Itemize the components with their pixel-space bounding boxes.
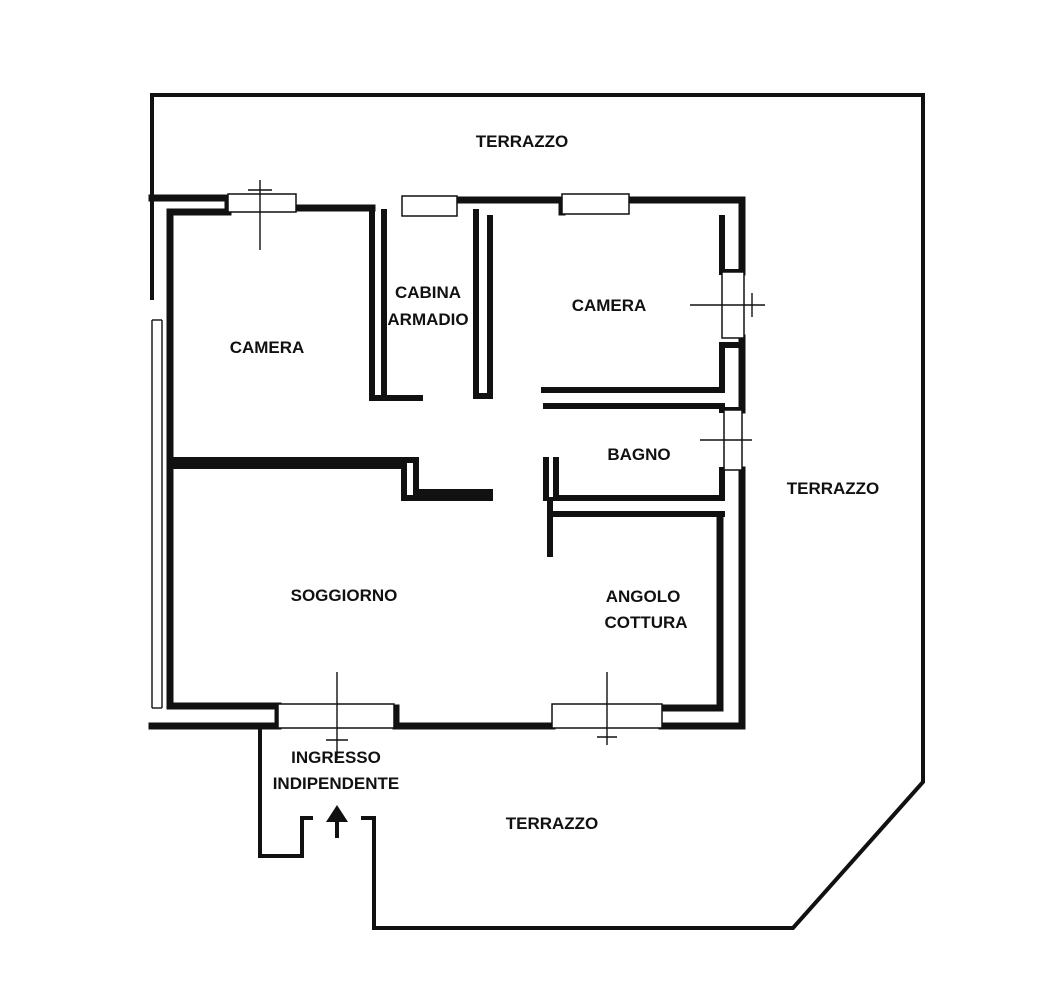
terrace-outline — [150, 93, 925, 930]
label-cabina-line2: ARMADIO — [387, 310, 468, 329]
interior-walls — [171, 209, 745, 557]
windows — [227, 180, 765, 760]
label-angolo-line2: COTTURA — [604, 613, 687, 632]
label-terrazzo-right: TERRAZZO — [787, 479, 880, 498]
window-camera-left — [227, 193, 297, 213]
label-camera-right: CAMERA — [572, 296, 647, 315]
label-soggiorno: SOGGIORNO — [291, 586, 398, 605]
label-ingresso-line2: INDIPENDENTE — [273, 774, 400, 793]
label-bagno: BAGNO — [607, 445, 670, 464]
window-camera-right — [561, 193, 630, 215]
label-angolo-line1: ANGOLO — [606, 587, 681, 606]
label-cabina-line1: CABINA — [395, 283, 461, 302]
window-cabina — [401, 195, 458, 217]
label-ingresso-line1: INGRESSO — [291, 748, 381, 767]
entrance-arrow-icon — [326, 805, 348, 838]
label-terrazzo-bottom: TERRAZZO — [506, 814, 599, 833]
left-boundary-wall — [151, 319, 163, 709]
label-terrazzo-top: TERRAZZO — [476, 132, 569, 151]
label-camera-left: CAMERA — [230, 338, 305, 357]
door-ingresso — [277, 703, 395, 729]
